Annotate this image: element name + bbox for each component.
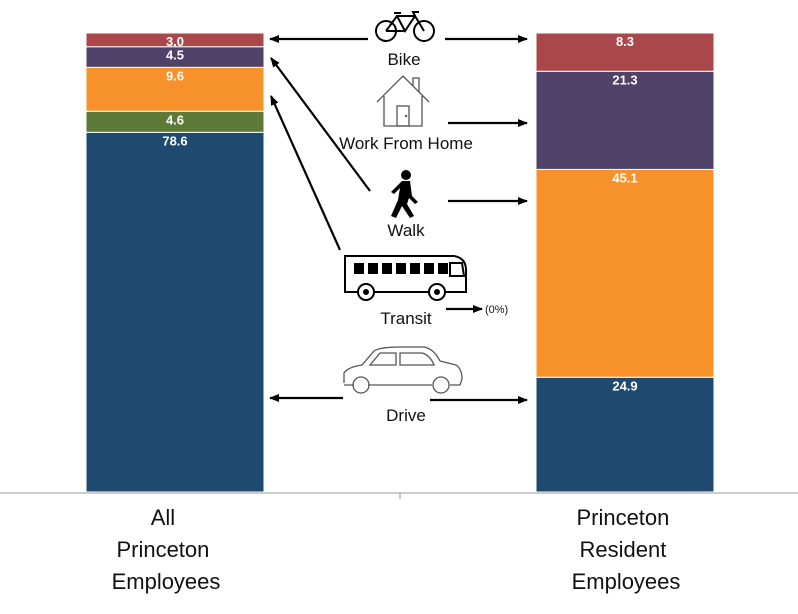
walking-person-icon <box>391 170 418 218</box>
arrow-wfh-left <box>270 57 371 192</box>
transit-zero-note: (0%) <box>485 304 508 316</box>
mode-label-drive: Drive <box>386 406 426 425</box>
bar-segment-work-from-home-1 <box>535 168 715 378</box>
mode-label-bike: Bike <box>387 50 420 69</box>
category-label-resident-employees: Princeton Resident Employees <box>572 505 681 594</box>
data-label-work-from-home-0: 9.6 <box>166 68 184 83</box>
car-icon <box>343 346 463 394</box>
mode-label-transit: Transit <box>380 309 432 328</box>
bar-segment-bike-1 <box>535 70 715 170</box>
data-label-walk-0: 4.6 <box>166 112 184 127</box>
data-label-extra-0: 3.0 <box>166 34 184 49</box>
bar-segment-drive-0 <box>85 131 265 493</box>
data-label-drive-1: 24.9 <box>612 378 637 393</box>
category-label-all-employees: All Princeton Employees <box>112 505 221 594</box>
segment-labels-group: 78.6 4.6 9.6 4.53.0 24.9 45.1 21.3 8.3 <box>162 34 637 393</box>
mode-label-walk: Walk <box>387 221 425 240</box>
bar-segment-extra-0 <box>85 32 265 48</box>
data-label-work-from-home-1: 45.1 <box>612 170 637 185</box>
data-label-drive-0: 78.6 <box>162 133 187 148</box>
data-label-extra-1: 8.3 <box>616 34 634 49</box>
bar-segment-drive-1 <box>535 376 715 493</box>
bus-icon <box>344 255 467 301</box>
mode-label-work-from-home: Work From Home <box>339 134 473 153</box>
bars-group <box>85 32 715 493</box>
data-label-bike-1: 21.3 <box>612 72 637 87</box>
bicycle-icon <box>375 11 435 42</box>
data-label-bike-0: 4.5 <box>166 48 184 63</box>
house-icon <box>376 75 430 127</box>
arrow-walk-left <box>269 95 342 251</box>
bar-segment-extra-1 <box>535 32 715 72</box>
